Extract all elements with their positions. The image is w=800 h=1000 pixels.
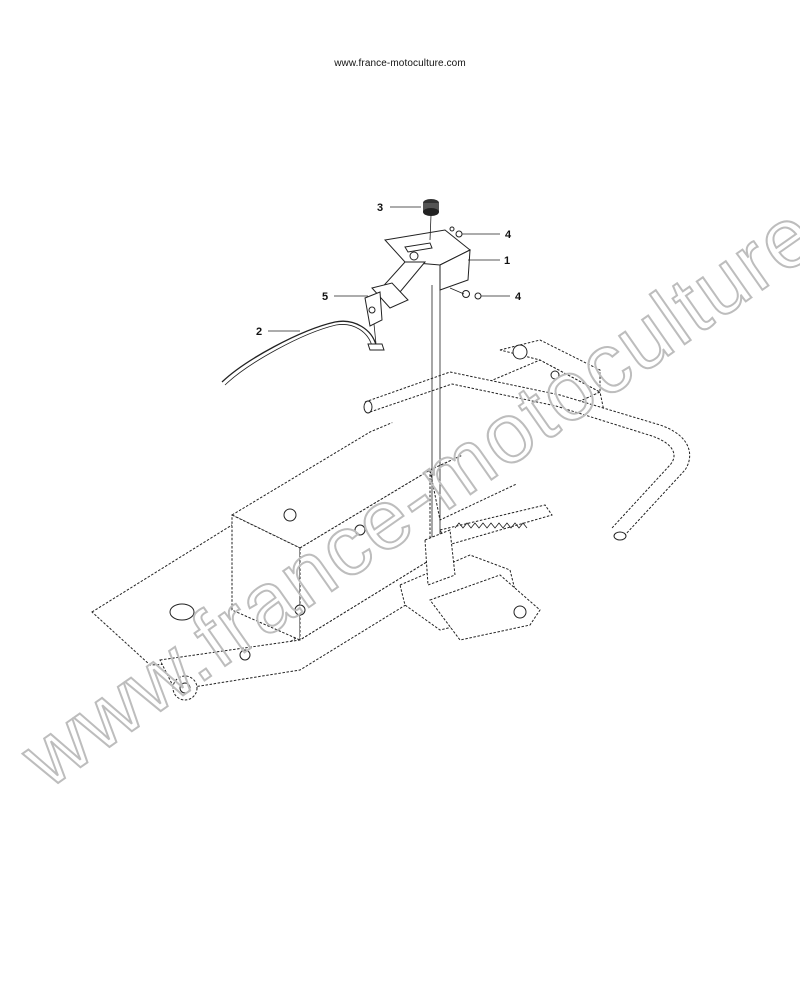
- callout-2: 2: [256, 326, 262, 338]
- knob-bottom: [423, 208, 439, 216]
- nut-right-2: [474, 292, 482, 300]
- part-2-cable: [221, 320, 385, 386]
- bracket-slot: [404, 242, 433, 253]
- frame-side-front: [299, 469, 431, 641]
- bracket-hole: [409, 251, 419, 261]
- callout-leaders: [268, 206, 510, 332]
- bracket-body: [439, 249, 471, 291]
- callout-1: 1: [504, 255, 510, 267]
- part-5-lever: [364, 282, 409, 327]
- part-3-knob: [423, 199, 439, 241]
- bumper-end-right: [613, 531, 627, 541]
- column-base: [424, 529, 456, 586]
- frame-hole-4: [239, 649, 251, 661]
- screw-top-2: [449, 226, 455, 232]
- part-4-fasteners: [449, 226, 482, 300]
- pedal-teeth: [454, 522, 528, 529]
- callout-3: 3: [377, 202, 383, 214]
- knob-shaft: [429, 214, 432, 241]
- nut-right-1: [462, 290, 470, 298]
- axle-beam: [429, 574, 541, 641]
- steering-column: [424, 285, 456, 586]
- knob-body: [423, 203, 439, 212]
- screw-top: [455, 230, 463, 238]
- frame-hole-7: [550, 370, 560, 380]
- frame-hole-1: [283, 508, 297, 522]
- rear-hub-left-inner: [179, 682, 191, 694]
- callout-5: 5: [322, 291, 328, 303]
- screw-right-shaft: [449, 287, 465, 295]
- bumper-end-left: [363, 400, 373, 414]
- lever-pivot: [368, 306, 376, 314]
- cable-to-lever: [373, 323, 377, 345]
- lever-plate: [371, 282, 409, 309]
- frame-hole-3: [294, 604, 306, 616]
- bumper-tube: [363, 371, 691, 541]
- header-url: www.france-motoculture.com: [334, 58, 466, 69]
- callout-4-top: 4: [505, 229, 512, 241]
- cable-line-2: [224, 324, 373, 386]
- cable-end-fitting: [367, 343, 385, 351]
- frame-hole-2: [354, 524, 366, 536]
- axle-pivot: [513, 605, 527, 619]
- frame-side-left: [231, 514, 301, 641]
- cable-line: [221, 320, 377, 383]
- callout-4-bottom: 4: [515, 291, 522, 303]
- callout-labels: 3 4 1 4 5 2: [256, 202, 522, 338]
- front-top-hole: [512, 344, 528, 360]
- bumper-tube-inner: [369, 383, 675, 529]
- rear-plate-hole: [169, 603, 195, 621]
